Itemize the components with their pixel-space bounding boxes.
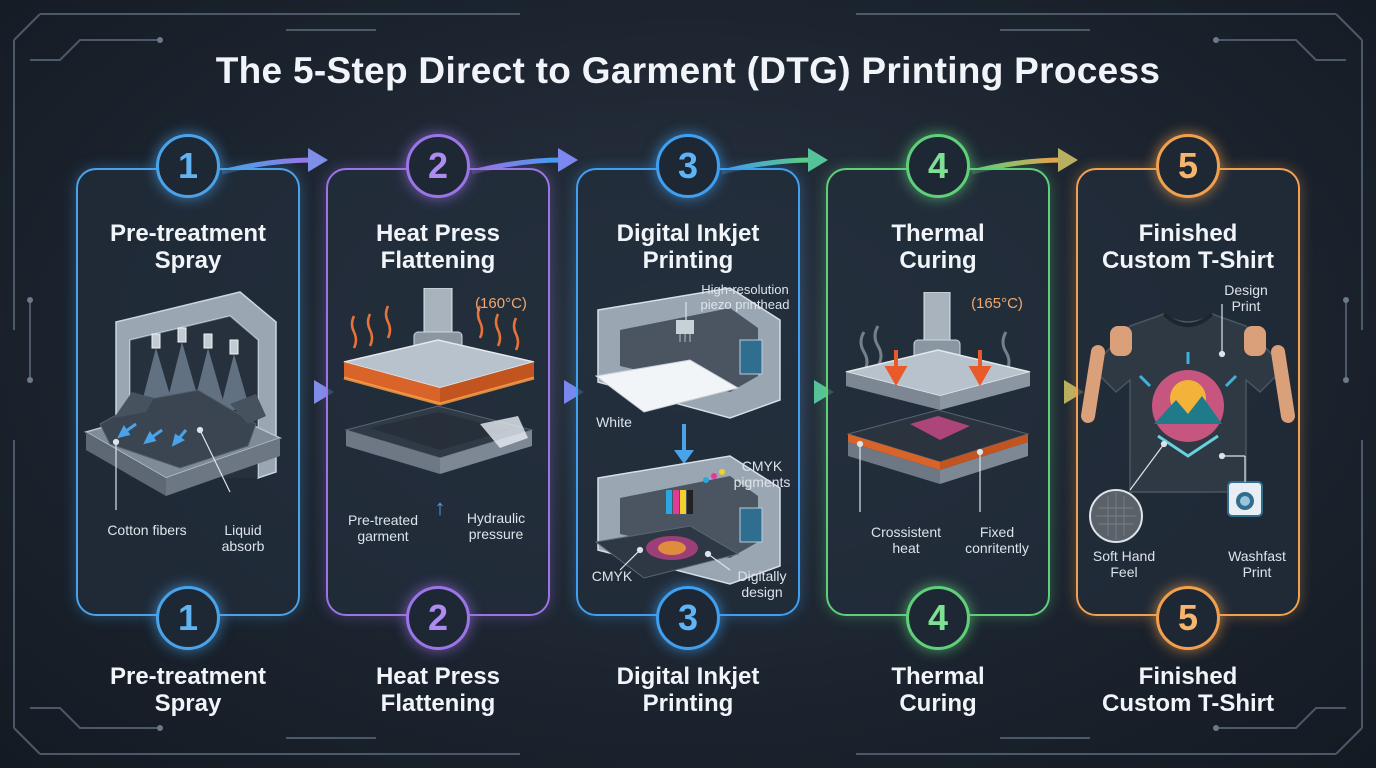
step-number-badge-1: 1 [156,134,220,198]
finished-tshirt-illustration [1081,304,1295,543]
label-white: White [596,414,632,430]
step-number-badge-bottom-4: 4 [906,586,970,650]
step-number-badge-3: 3 [656,134,720,198]
page-title: The 5-Step Direct to Garment (DTG) Print… [215,50,1161,91]
step-number-badge-5: 5 [1156,134,1220,198]
step-number-badge-2: 2 [406,134,470,198]
label-temperature-165: (165°C) [971,295,1023,312]
spray-booth-illustration [84,291,282,510]
thermal-curing-illustration [845,292,1031,512]
step-number-badge-bottom-1: 1 [156,586,220,650]
step-number-badge-bottom-5: 5 [1156,586,1220,650]
arrow-mid-4-5 [1048,380,1084,404]
label-cmyk: CMYK [591,568,633,584]
arrow-mid-3-4 [798,380,834,404]
inkjet-printer-illustration [594,287,781,585]
label-temperature-160: (160°C) [475,295,527,312]
step-number-badge-bottom-2: 2 [406,586,470,650]
step-number-badge-bottom-3: 3 [656,586,720,650]
step-number-badge-4: 4 [906,134,970,198]
heat-press-illustration [343,288,535,474]
arrow-mid-1-2 [298,380,334,404]
pressure-arrow-icon: ↑ [434,495,446,520]
arrow-mid-2-3 [548,380,584,404]
label-cotton-fibers: Cotton fibers [107,522,187,538]
